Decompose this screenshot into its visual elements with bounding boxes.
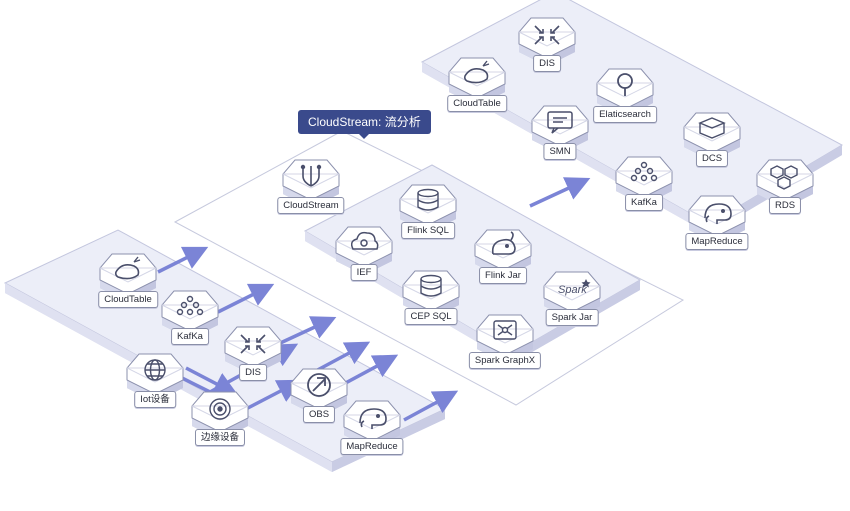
flow-arrow: [311, 341, 371, 375]
target-node[interactable]: DIS: [518, 17, 576, 72]
flow-arrow: [243, 379, 303, 412]
target-node[interactable]: RDS: [756, 159, 814, 214]
engine-node[interactable]: IEF: [335, 226, 393, 281]
source-node[interactable]: 边缘设备: [191, 391, 249, 446]
node-label: KafKa: [171, 328, 209, 345]
flow-arrow: [185, 366, 239, 396]
target-node[interactable]: DCS: [683, 112, 741, 167]
flow-arrow: [339, 354, 399, 388]
target-node[interactable]: MapReduce: [685, 195, 749, 250]
node-label: IEF: [350, 264, 378, 281]
node-label: SMN: [543, 143, 577, 160]
upload-arrow-icon: [290, 368, 348, 417]
node-label: MapReduce: [685, 233, 749, 250]
target-node[interactable]: SMN: [531, 105, 589, 160]
target-node[interactable]: CloudTable: [447, 57, 507, 112]
node-label: MapReduce: [340, 438, 404, 455]
source-node[interactable]: KafKa: [161, 290, 219, 345]
cloudstream-title: CloudStream: 流分析: [298, 110, 431, 139]
engine-node[interactable]: CEP SQL: [402, 270, 460, 325]
cloudstream-node[interactable]: CloudStream: [277, 159, 345, 214]
node-label: OBS: [302, 406, 336, 423]
node-label: RDS: [768, 197, 802, 214]
node-label: CloudTable: [447, 95, 507, 112]
node-label: 边缘设备: [194, 429, 246, 446]
node-label: CEP SQL: [404, 308, 458, 325]
node-label: DIS: [533, 55, 561, 72]
node-label: CloudStream: [277, 197, 345, 214]
node-label: DIS: [239, 364, 267, 381]
source-node[interactable]: OBS: [290, 368, 348, 423]
source-node[interactable]: MapReduce: [340, 400, 404, 455]
node-label: Elaticsearch: [593, 106, 657, 123]
target-node[interactable]: KafKa: [615, 156, 673, 211]
node-label: Iot设备: [134, 391, 176, 408]
node-label: CloudTable: [98, 291, 158, 308]
flow-arrow: [403, 390, 459, 422]
flow-arrow: [275, 316, 337, 347]
engine-node[interactable]: Spark Spark Jar: [543, 271, 601, 326]
flow-arrow: [217, 283, 275, 314]
svg-text:Spark: Spark: [558, 284, 587, 296]
node-label: Flink SQL: [401, 222, 455, 239]
engine-node[interactable]: Flink SQL: [399, 184, 457, 239]
flow-arrow: [529, 177, 591, 208]
node-label: Spark Jar: [545, 309, 599, 326]
target-node[interactable]: Elaticsearch: [593, 68, 657, 123]
node-label: Flink Jar: [479, 267, 527, 284]
node-label: Spark GraphX: [468, 352, 542, 369]
source-node[interactable]: CloudTable: [98, 253, 158, 308]
node-label: DCS: [695, 150, 729, 167]
engine-node[interactable]: Spark GraphX: [468, 314, 542, 369]
engine-node[interactable]: Flink Jar: [474, 229, 532, 284]
source-node[interactable]: DIS: [224, 326, 282, 381]
cloudstream-outline: [173, 130, 685, 406]
node-label: KafKa: [625, 194, 663, 211]
flow-arrow: [157, 246, 209, 274]
source-node[interactable]: Iot设备: [126, 353, 184, 408]
